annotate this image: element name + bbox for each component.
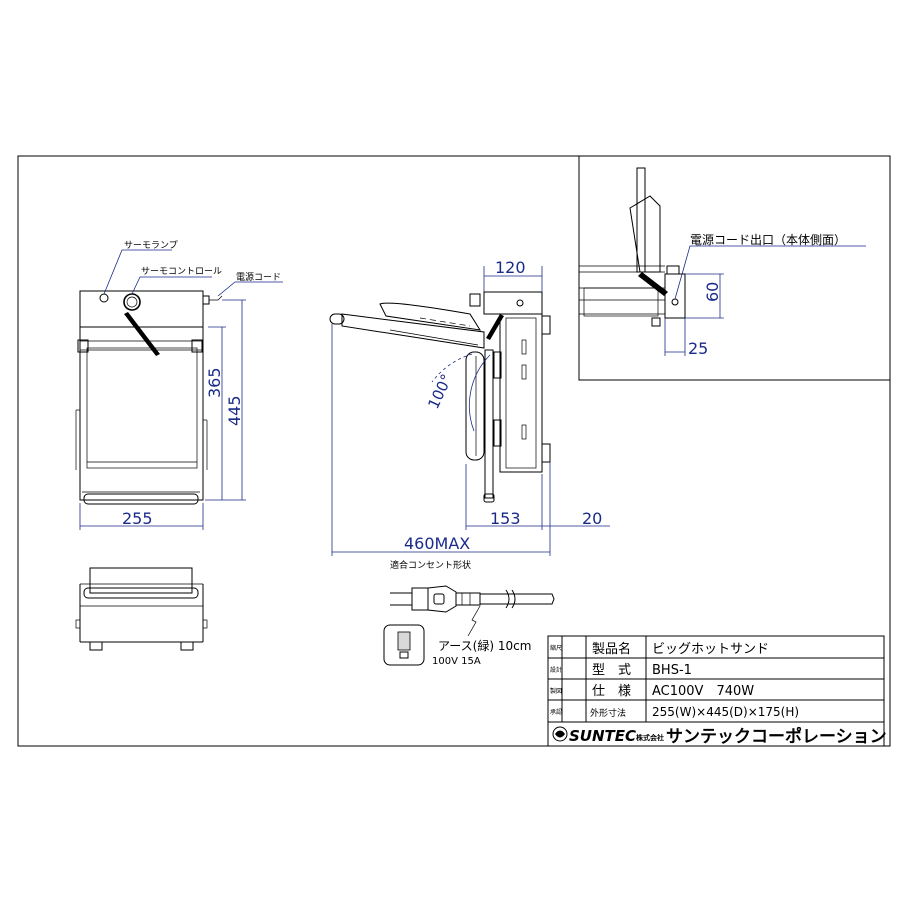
row-label-spec: 仕 様 (592, 684, 631, 699)
dim-side-top-label: 120 (495, 258, 526, 277)
outlet-shape-label: 適合コンセント形状 (390, 559, 471, 571)
row-label-product: 製品名 (592, 641, 631, 657)
side-label-design: 設計 (550, 666, 562, 674)
title-block: 縮尺 設計 製図 承認 製品名 ビッグホットサンド 型 式 BHS-1 仕 様 … (547, 635, 887, 747)
dim-depth-inner-label: 365 (205, 367, 224, 398)
row-label-dimensions: 外形寸法 (590, 707, 626, 719)
inset-detail: 電源コード出口（本体側面） 60 25 (578, 155, 891, 381)
row-value-dimensions: 255(W)×445(D)×175(H) (652, 705, 799, 719)
side-view: 100° 120 153 20 460MAX (329, 258, 610, 556)
company-prefix: 株式会社 (636, 733, 664, 742)
side-label-approval: 承認 (550, 708, 562, 716)
outlet-icon (383, 624, 425, 666)
side-label-drafting: 製図 (550, 687, 562, 695)
thermo-control-icon (123, 293, 141, 311)
thermo-lamp-icon (99, 293, 109, 303)
company-name: サンテックコーポレーション (666, 726, 887, 747)
dim-width-label: 255 (122, 509, 153, 528)
dim-side-bottom-label: 153 (490, 509, 521, 528)
row-label-model: 型 式 (592, 663, 631, 678)
plug-rating-label: 100V 15A (432, 656, 481, 667)
front-view (75, 567, 208, 651)
row-value-spec: AC100V 740W (652, 684, 754, 699)
side-label-scale: 縮尺 (550, 644, 562, 652)
thermo-control-label: サーモコントロール (141, 266, 222, 277)
dim-inset-height-label: 60 (703, 282, 722, 302)
top-view: サーモランプ サーモコントロール 電源コード 255 365 445 (75, 240, 283, 530)
earth-label: アース(緑) 10cm (438, 638, 531, 653)
drawing-frame (17, 155, 891, 747)
suntec-logo-icon (552, 726, 568, 742)
dim-max-length-label: 460MAX (404, 534, 470, 553)
row-value-model: BHS-1 (652, 663, 692, 678)
dim-side-offset-label: 20 (582, 509, 602, 528)
plug-diagram: 適合コンセント形状 アース(緑) 10cm 100V 15A (383, 559, 555, 667)
row-value-product: ビッグホットサンド (652, 642, 769, 657)
dim-inset-width-label: 25 (688, 339, 708, 358)
brand-logo: SUNTEC (569, 727, 636, 745)
thermo-lamp-label: サーモランプ (124, 240, 178, 251)
power-cord-label: 電源コード (236, 272, 281, 283)
angle-label: 100° (424, 371, 456, 411)
dim-depth-total-label: 445 (225, 395, 244, 426)
cord-outlet-label: 電源コード出口（本体側面） (690, 233, 846, 247)
